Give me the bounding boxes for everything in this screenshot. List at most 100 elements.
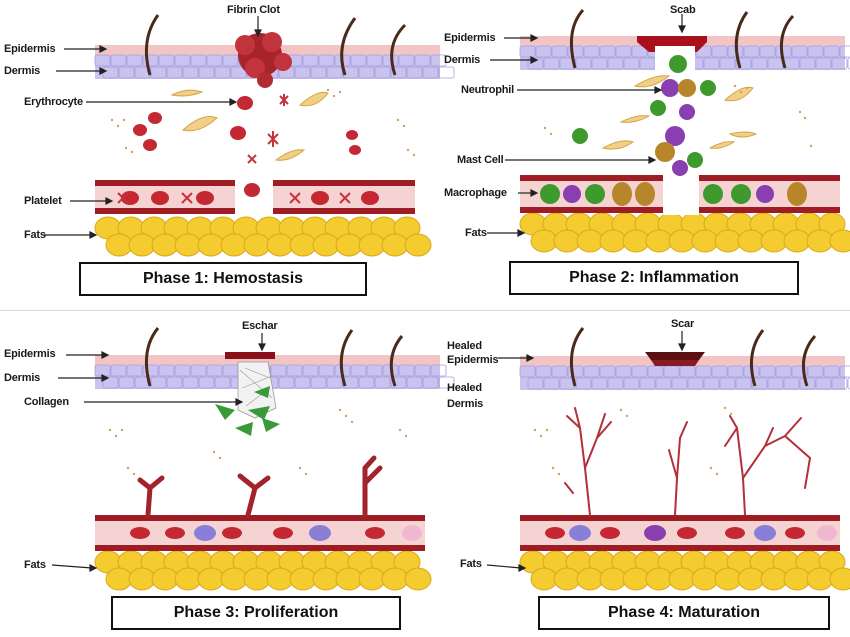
dermis-cell bbox=[398, 364, 415, 377]
dermis-cell bbox=[214, 66, 231, 79]
scattered-dots bbox=[533, 406, 733, 476]
dermis-cell bbox=[142, 364, 159, 377]
dermis-cell bbox=[326, 376, 343, 389]
dermis-cell bbox=[166, 376, 183, 389]
fat-layer bbox=[519, 550, 850, 591]
dermis-cell bbox=[759, 365, 776, 378]
dermis-cell bbox=[118, 376, 135, 389]
fat-cell bbox=[105, 567, 133, 591]
dermis-cell bbox=[623, 57, 640, 70]
phase-4-caption: Phase 4: Maturation bbox=[538, 596, 830, 630]
dermis-cells bbox=[519, 365, 850, 390]
dermis-cell bbox=[583, 45, 600, 58]
proliferation-illustration bbox=[51, 327, 455, 591]
hemostasis-illustration bbox=[43, 14, 455, 257]
fat-cell bbox=[622, 229, 650, 253]
fat-cell bbox=[737, 229, 765, 253]
hair-follicle bbox=[144, 327, 160, 387]
dermis-cell bbox=[390, 376, 407, 389]
dermis-cell bbox=[142, 54, 159, 67]
dermis-cell bbox=[807, 45, 824, 58]
scattered-dots bbox=[108, 408, 408, 476]
dermis-cell bbox=[94, 54, 111, 67]
vessel-cells bbox=[545, 525, 837, 541]
fats-label: Fats bbox=[24, 229, 46, 241]
dermis-cell bbox=[430, 364, 447, 377]
fat-cell bbox=[714, 229, 742, 253]
dermis-cell bbox=[230, 66, 247, 79]
mature-blood-vessels bbox=[564, 407, 812, 516]
dermis-cell bbox=[158, 364, 175, 377]
dermis-cell bbox=[799, 377, 816, 390]
dermis-cell bbox=[535, 365, 552, 378]
fat-cell bbox=[783, 567, 811, 591]
fat-cell bbox=[381, 233, 409, 257]
fat-cell bbox=[312, 567, 340, 591]
dermis-cell bbox=[743, 45, 760, 58]
scar bbox=[645, 352, 705, 360]
maturation-illustration bbox=[486, 327, 850, 591]
dermis-cell bbox=[607, 57, 624, 70]
dermis-cell bbox=[631, 365, 648, 378]
dermis-cell bbox=[182, 66, 199, 79]
fat-cell bbox=[105, 233, 133, 257]
collagen-network bbox=[215, 361, 280, 436]
dermis-cell bbox=[366, 364, 383, 377]
dermis-cell bbox=[190, 54, 207, 67]
label-arrows bbox=[486, 331, 686, 572]
dermis-cell bbox=[166, 66, 183, 79]
fat-cell bbox=[151, 567, 179, 591]
dermis-cell bbox=[839, 365, 850, 378]
hair-follicle bbox=[144, 14, 160, 76]
erythrocyte-label: Erythrocyte bbox=[24, 96, 83, 108]
eschar bbox=[225, 352, 275, 359]
phase-2-panel: Epidermis Dermis Neutrophil Mast Cell Ma… bbox=[425, 0, 850, 318]
dermis-cell bbox=[535, 45, 552, 58]
healed-epidermis-label-line2: Epidermis bbox=[447, 354, 499, 366]
dermis-cell bbox=[831, 377, 848, 390]
dermis-cell bbox=[150, 66, 167, 79]
fat-cell bbox=[151, 233, 179, 257]
dermis-cell bbox=[615, 45, 632, 58]
dermis-cell bbox=[270, 364, 287, 377]
dermis-cell bbox=[719, 377, 736, 390]
dermis-cell bbox=[374, 376, 391, 389]
dermis-cell bbox=[591, 57, 608, 70]
dermis-cell bbox=[639, 377, 656, 390]
dermis-cell bbox=[158, 54, 175, 67]
label-arrows bbox=[51, 333, 266, 572]
fat-cell bbox=[312, 233, 340, 257]
dermis-cell bbox=[703, 57, 720, 70]
epidermis-label: Epidermis bbox=[444, 32, 496, 44]
fat-cell bbox=[335, 567, 363, 591]
fat-cell bbox=[358, 233, 386, 257]
dermis-cell bbox=[783, 377, 800, 390]
dermis-cell bbox=[591, 377, 608, 390]
fat-cell bbox=[266, 567, 294, 591]
dermis-cell bbox=[422, 376, 439, 389]
dermis-cell bbox=[551, 365, 568, 378]
dermis-cell bbox=[711, 365, 728, 378]
fibroblasts bbox=[170, 89, 329, 161]
fat-layer bbox=[94, 216, 432, 257]
fat-layer bbox=[94, 550, 432, 591]
phase-2-caption: Phase 2: Inflammation bbox=[509, 261, 799, 295]
scab-label: Scab bbox=[670, 4, 696, 16]
dermis-cell bbox=[727, 365, 744, 378]
dermis-cell bbox=[118, 66, 135, 79]
fat-cell bbox=[645, 567, 673, 591]
fat-cell bbox=[599, 567, 627, 591]
fat-cell bbox=[220, 233, 248, 257]
dermis-cell bbox=[543, 377, 560, 390]
macrophages bbox=[540, 55, 751, 204]
dermis-cell bbox=[358, 66, 375, 79]
fat-cell bbox=[829, 567, 850, 591]
dermis-cell bbox=[599, 45, 616, 58]
dermis-cell bbox=[623, 377, 640, 390]
healed-epidermis-label-line1: Healed bbox=[447, 340, 482, 352]
phase-3-panel: Epidermis Dermis Collagen Fats Eschar Ph… bbox=[0, 318, 455, 636]
dermis-cell bbox=[286, 364, 303, 377]
fat-cell bbox=[381, 567, 409, 591]
dermis-cell bbox=[615, 365, 632, 378]
fat-cell bbox=[289, 567, 317, 591]
